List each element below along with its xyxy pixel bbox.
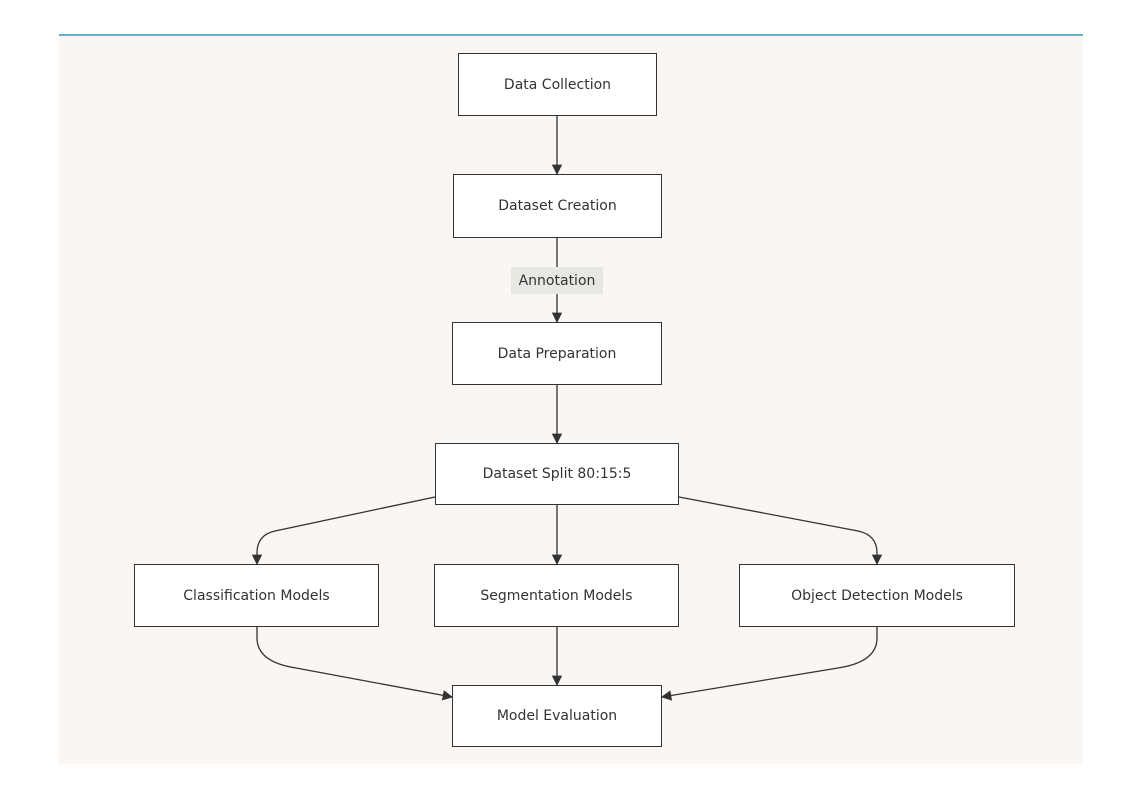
node-data-preparation: Data Preparation [452,322,662,385]
node-dataset-creation: Dataset Creation [453,174,662,238]
edge-label-annotation: Annotation [511,267,603,294]
diagram-panel [59,34,1083,764]
node-model-evaluation: Model Evaluation [452,685,662,747]
node-object-detection-models: Object Detection Models [739,564,1015,627]
node-data-collection: Data Collection [458,53,657,116]
edge-classification-to-evaluation [256,627,454,701]
node-segmentation-models: Segmentation Models [434,564,679,627]
edge-split-to-classification [251,496,436,566]
node-classification-models: Classification Models [134,564,379,627]
edge-object-detection-to-evaluation [660,627,878,701]
node-dataset-split: Dataset Split 80:15:5 [435,443,679,505]
edge-split-to-object-detection [678,496,883,566]
